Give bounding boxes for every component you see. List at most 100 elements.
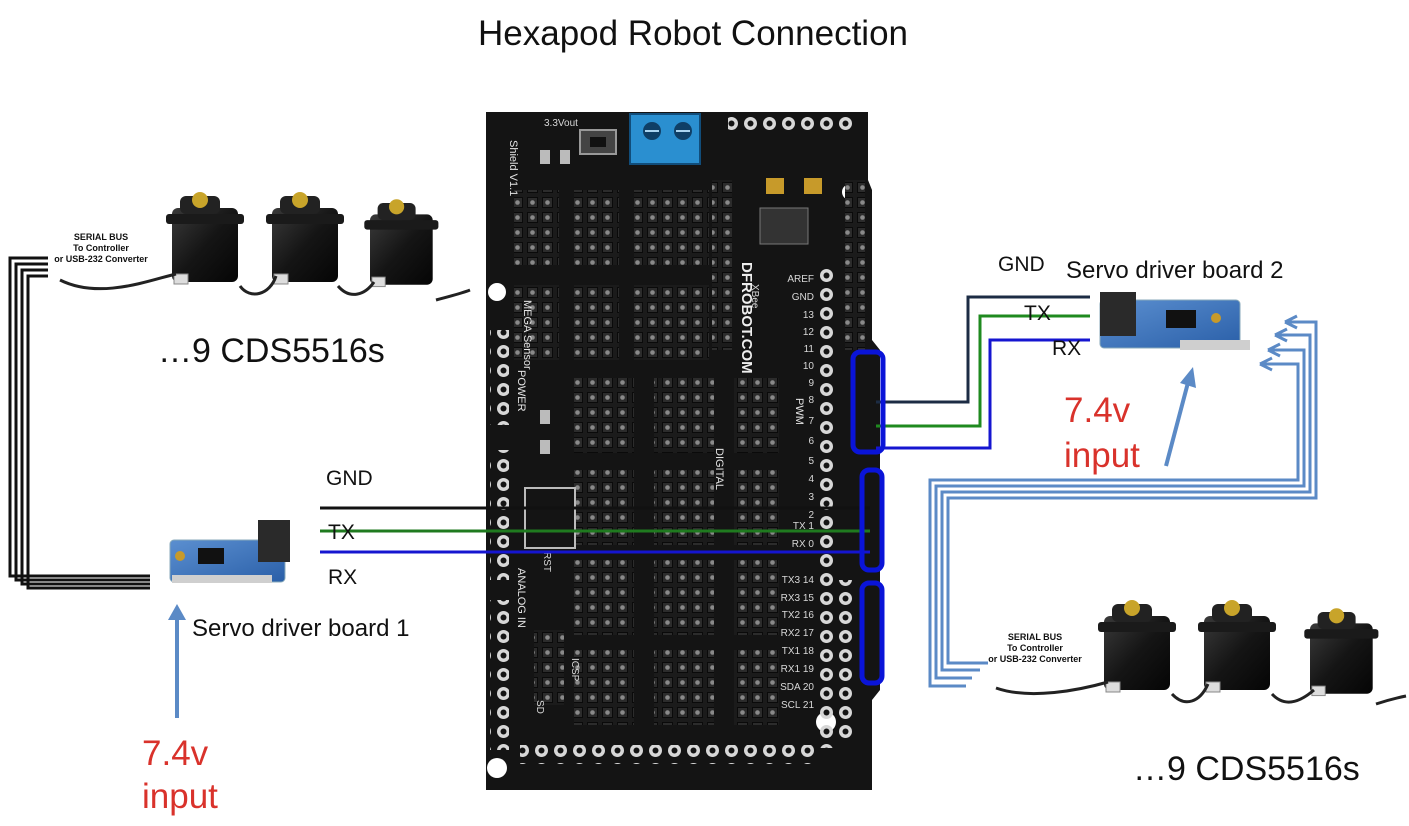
analog-header-b	[490, 600, 509, 750]
gnd-wire-2	[876, 295, 1090, 404]
servo-icon	[1304, 608, 1379, 697]
servo-cable	[238, 275, 278, 296]
pin-label: GND	[792, 292, 814, 303]
icsp-label: ICSP	[569, 658, 580, 682]
servo-driver-board-2	[1099, 292, 1250, 350]
pin-label: TX1 18	[782, 646, 815, 657]
servo-motors	[59, 192, 1407, 706]
capacitor	[804, 178, 822, 194]
driver2-chip	[1166, 310, 1196, 328]
board1-gnd-label: GND	[326, 467, 373, 490]
pin-label: 12	[803, 327, 815, 338]
mount-hole	[487, 758, 507, 778]
capacitor	[766, 178, 784, 194]
shield-name-line1: MEGA Sensor	[521, 300, 533, 370]
board1-power-line-1: 7.4v	[142, 734, 209, 773]
pin-label: 11	[804, 344, 815, 355]
driver1-chip	[198, 548, 224, 564]
pwm-label: PWM	[793, 398, 805, 425]
pin-label: RX3 15	[781, 593, 815, 604]
xbee-header-left	[712, 180, 732, 350]
servo-icon	[1198, 600, 1276, 693]
analog-label: ANALOG IN	[515, 568, 527, 628]
voltage-label: 3.3Vout	[544, 118, 578, 129]
pin-label: RX2 17	[781, 628, 815, 639]
servo-cable	[1375, 694, 1407, 706]
analog-header-a	[490, 450, 509, 580]
mount-hole	[488, 283, 506, 301]
board2-power-line-2: input	[1064, 436, 1140, 475]
brand-label: DFROBOT.COM	[738, 262, 755, 374]
right-bus-wires	[928, 314, 1318, 688]
board2-power-line-1: 7.4v	[1064, 391, 1131, 430]
power-arrow-2	[1164, 374, 1192, 467]
servo-cable	[1270, 688, 1315, 704]
board1-wires	[320, 506, 870, 554]
mega-sensor-shield: MEGA Sensor Shield V1.1 DFROBOT.COM XBee…	[486, 112, 880, 790]
xbee-label: XBee	[749, 284, 760, 309]
pin-label: TX2 16	[782, 610, 815, 621]
left-serial-label: SERIAL BUS To Controller or USB-232 Conv…	[46, 232, 156, 265]
sd-label: SD	[534, 700, 545, 714]
left-serial-line-1: SERIAL BUS	[73, 232, 129, 242]
rst-label: RST	[541, 552, 552, 572]
power-arrows	[168, 367, 1196, 718]
right-servo-count: …9 CDS5516s	[1133, 750, 1360, 788]
board1-power-line-2: input	[142, 777, 218, 816]
highlight-board2-pins	[850, 349, 886, 455]
pin-label: 6	[808, 436, 814, 447]
board2-label: Servo driver board 2	[1066, 257, 1284, 284]
regulator-chip	[759, 207, 809, 245]
right-serial-line-2: To Controller	[1007, 643, 1063, 653]
power-header	[490, 330, 509, 425]
digital-label: DIGITAL	[713, 448, 725, 490]
servo-icon	[266, 192, 344, 285]
pin-label: RX1 19	[781, 664, 815, 675]
uart-header-right	[836, 580, 855, 740]
pin-label: 2	[808, 510, 814, 521]
pin-label: RX 0	[792, 539, 815, 550]
servo-cable	[1170, 683, 1210, 704]
servo-driver-board-1	[169, 520, 290, 583]
highlight-uart-pins	[859, 580, 885, 686]
xbee-header-right	[845, 180, 865, 350]
pin-label: 5	[808, 456, 814, 467]
pin-label: SDA 20	[780, 682, 814, 693]
power-label: POWER	[515, 370, 527, 412]
right-serial-line-1: SERIAL BUS	[1007, 632, 1063, 642]
driver2-connector	[1100, 292, 1136, 336]
top-header	[728, 116, 858, 135]
left-serial-line-2: To Controller	[73, 243, 129, 253]
left-servo-count: …9 CDS5516s	[158, 332, 385, 370]
servo-icon	[1098, 600, 1176, 693]
pin-label: AREF	[787, 274, 814, 285]
board1-tx-label: TX	[328, 521, 355, 544]
pin-highlights	[850, 349, 886, 686]
icsp-header	[534, 630, 564, 705]
board2-gnd-label: GND	[998, 253, 1045, 276]
pin-label: 7	[808, 416, 814, 427]
pin-label: SCL 21	[781, 700, 814, 711]
board1-label: Servo driver board 1	[192, 615, 410, 642]
board2-rx-label: RX	[1052, 337, 1082, 360]
pin-label: 8	[808, 395, 814, 406]
servo-cable	[59, 272, 177, 291]
rx-wire-2	[876, 338, 1090, 450]
driver1-connector	[258, 520, 290, 562]
pin-label: 13	[803, 310, 815, 321]
pin-label: 3	[808, 492, 814, 503]
highlight-board1-pins	[859, 467, 885, 573]
pin-label: 9	[808, 378, 814, 389]
pin-label: 4	[808, 474, 814, 485]
servo-cable	[435, 288, 471, 302]
board1-rx-label: RX	[328, 566, 358, 589]
pin-label: 10	[803, 361, 815, 372]
servo-icon	[364, 199, 439, 288]
board2-tx-label: TX	[1024, 302, 1051, 325]
left-bus-wires	[8, 256, 150, 590]
usb-outline	[524, 487, 576, 549]
shield-name-line2: Shield V1.1	[507, 140, 519, 196]
servo-icon	[166, 192, 244, 285]
